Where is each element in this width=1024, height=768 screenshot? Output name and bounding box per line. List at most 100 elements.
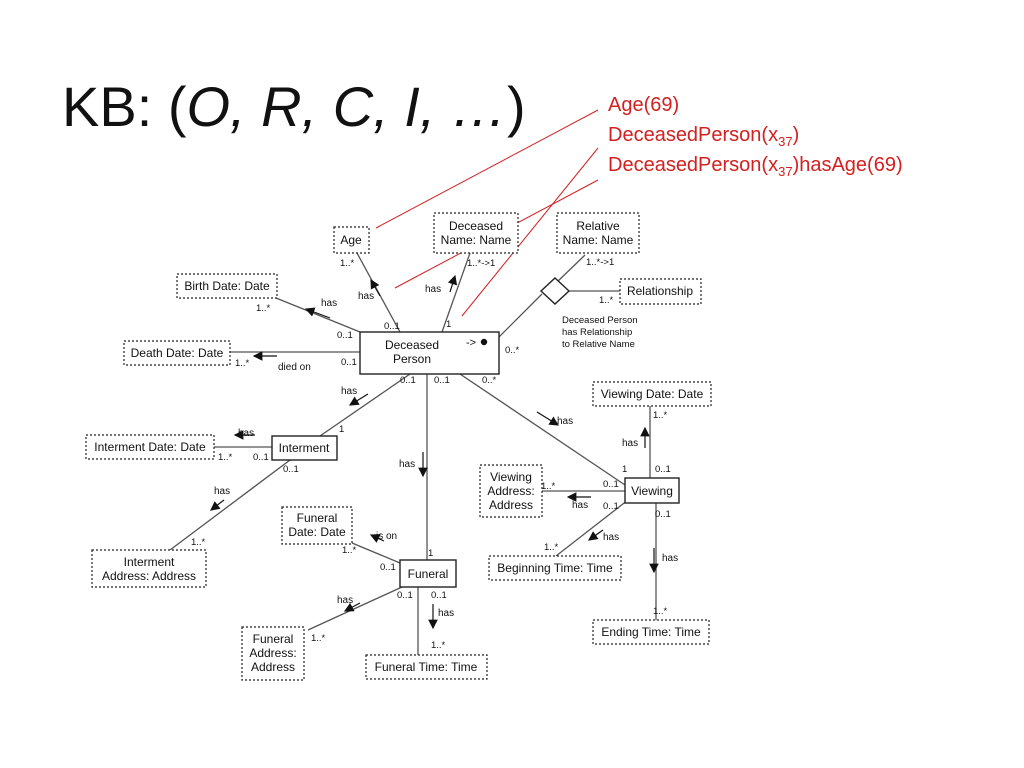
card-viewing-date-1star: 1..* [653, 410, 668, 421]
card-dp-viewing-0star: 0..* [482, 375, 497, 386]
age-box [333, 226, 370, 254]
key-marker: -> [466, 337, 476, 349]
cardinalities: 1..* 0..1 1..*->1 1 1..*->1 1..* 0..* 1.… [191, 257, 671, 651]
card-viewing-address-1star: 1..* [541, 481, 556, 492]
viewing-address-label-2: Address: [487, 484, 534, 498]
funeral-address-label-1: Funeral [253, 632, 294, 646]
node-labels: Age Deceased Name: Name Relative Name: N… [94, 219, 703, 674]
card-viewing-address-01: 0..1 [603, 479, 619, 490]
viewing-address-label-3: Address [489, 498, 533, 512]
ending-time-box [592, 619, 710, 645]
relationship-note-1: Deceased Person [562, 315, 638, 326]
card-funeral-address-01: 0..1 [397, 590, 413, 601]
viewing-date-box [592, 381, 712, 407]
card-age-1star: 1..* [340, 258, 355, 269]
birth-date-box [176, 273, 278, 299]
funeral-box [399, 559, 457, 588]
edge-label-interment-date-has: has [238, 428, 254, 439]
relationship-note-3: to Relative Name [562, 339, 635, 350]
relationship-label: Relationship [627, 284, 693, 298]
edge-label-is-on: is on [376, 531, 397, 542]
card-funeral-1: 1 [428, 548, 433, 559]
card-interment-date-01: 0..1 [253, 452, 269, 463]
viewing-address-label-1: Viewing [490, 470, 532, 484]
edge-label-viewing-address-has: has [572, 500, 588, 511]
relative-name-label-1: Relative [576, 219, 620, 233]
annotation-deceased-person: DeceasedPerson(x37) [608, 124, 800, 149]
card-dp-interment-01: 0..1 [400, 375, 416, 386]
edge-label-funeral-time-has: has [438, 608, 454, 619]
edge-label-interment-address-has: has [214, 486, 230, 497]
funeral-date-label-2: Date: Date [288, 525, 346, 539]
edge-label-viewing-date-has: has [622, 438, 638, 449]
edge-labels: has has has died on has has has has has … [214, 284, 678, 619]
interment-address-label-1: Interment [124, 555, 175, 569]
card-relative-0star: 0..* [505, 345, 520, 356]
viewing-box [624, 477, 680, 504]
funeral-time-label: Funeral Time: Time [375, 660, 478, 674]
card-interment-address-01: 0..1 [283, 464, 299, 475]
deceased-person-label-1: Deceased [385, 338, 439, 352]
key-dot [480, 338, 488, 346]
node-boxes [85, 212, 712, 681]
deceased-name-label-1: Deceased [449, 219, 503, 233]
edge-label-beginning-has: has [603, 532, 619, 543]
edge-label-name-has: has [425, 284, 441, 295]
edge-label-ending-has: has [662, 553, 678, 564]
card-name-1star-1: 1..*->1 [467, 258, 495, 269]
annotation-has-age: DeceasedPerson(x37)hasAge(69) [608, 154, 903, 179]
slide-title: KB: (O, R, C, I, …) [62, 74, 526, 139]
card-age-01: 0..1 [384, 321, 400, 332]
card-viewing-1: 1 [622, 464, 627, 475]
title-prefix: KB: ( [62, 75, 187, 138]
edge-label-viewing-has: has [557, 416, 573, 427]
card-interment-1: 1 [339, 424, 344, 435]
funeral-time-box [365, 654, 488, 680]
edge-label-age-has: has [358, 291, 374, 302]
beginning-time-box [488, 555, 622, 581]
card-interment-address-1star: 1..* [191, 537, 206, 548]
edge-label-funeral-address-has: has [337, 595, 353, 606]
interment-label: Interment [279, 441, 330, 455]
edge-label-interment-has: has [341, 386, 357, 397]
card-beginning-01: 0..1 [603, 501, 619, 512]
title-items: O, R, C, I, … [186, 75, 507, 138]
funeral-date-box [281, 506, 353, 545]
interment-address-box [91, 549, 207, 588]
death-date-box [123, 340, 231, 366]
title-suffix: ) [506, 75, 526, 138]
card-death-1star: 1..* [235, 358, 250, 369]
birth-date-label: Birth Date: Date [184, 279, 270, 293]
card-interment-date-1star: 1..* [218, 452, 233, 463]
card-name-1: 1 [446, 319, 451, 330]
deceased-person-label-2: Person [393, 352, 431, 366]
funeral-date-label-1: Funeral [297, 511, 338, 525]
card-funeral-time-01: 0..1 [431, 590, 447, 601]
funeral-label: Funeral [408, 567, 449, 581]
deceased-name-label-2: Name: Name [441, 233, 512, 247]
age-label: Age [340, 233, 362, 247]
card-ending-01: 0..1 [655, 509, 671, 520]
relationship-note: Deceased Person has Relationship to Rela… [562, 315, 638, 350]
funeral-address-label-2: Address: [249, 646, 296, 660]
annotation-age: Age(69) [608, 94, 680, 116]
ending-time-label: Ending Time: Time [601, 625, 701, 639]
interment-date-box [85, 434, 215, 460]
edge-label-died-on: died on [278, 362, 311, 373]
relationship-box [619, 278, 702, 305]
interment-address-label-2: Address: Address [102, 569, 196, 583]
card-viewing-date-01: 0..1 [655, 464, 671, 475]
edge-label-birth-has: has [321, 298, 337, 309]
card-death-01: 0..1 [341, 357, 357, 368]
card-ending-1star: 1..* [653, 606, 668, 617]
funeral-address-box [241, 626, 305, 681]
edge-label-funeral-has: has [399, 459, 415, 470]
viewing-address-box [479, 464, 543, 518]
deceased-name-box [433, 212, 519, 254]
relationship-note-2: has Relationship [562, 327, 632, 338]
beginning-time-label: Beginning Time: Time [497, 561, 613, 575]
relative-name-label-2: Name: Name [563, 233, 634, 247]
viewing-date-label: Viewing Date: Date [601, 387, 704, 401]
card-dp-funeral-01: 0..1 [434, 375, 450, 386]
